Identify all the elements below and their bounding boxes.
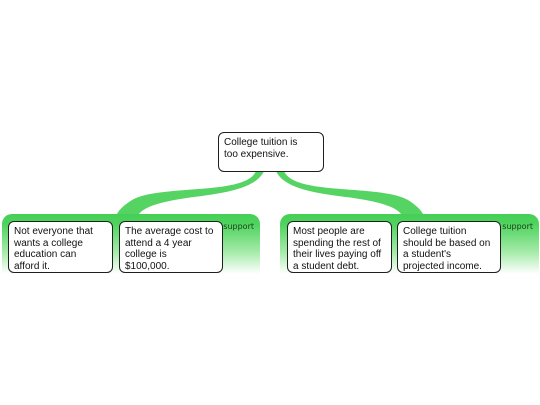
group-label: support [502, 222, 533, 231]
root-node[interactable]: College tuition is too expensive. [218, 132, 324, 172]
branch-left [117, 171, 264, 214]
support-node[interactable]: College tuition should be based on a stu… [397, 221, 501, 273]
group-label: support [223, 222, 254, 231]
support-node[interactable]: The average cost to attend a 4 year coll… [119, 221, 223, 273]
branch-right [276, 171, 423, 214]
support-node[interactable]: Most people are spending the rest of the… [287, 221, 392, 273]
support-node[interactable]: Not everyone that wants a college educat… [8, 221, 113, 273]
